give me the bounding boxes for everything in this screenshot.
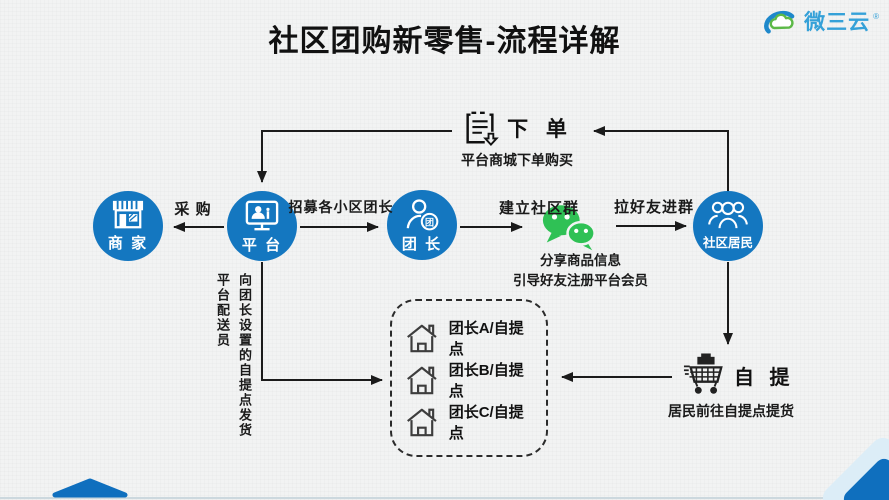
storefront-icon xyxy=(112,200,144,229)
house-icon xyxy=(407,366,437,395)
self-pickup-node: 自 提 xyxy=(683,352,795,398)
brand-registered-mark: ® xyxy=(873,11,879,21)
wechat-icon xyxy=(542,205,596,251)
residents-group-icon xyxy=(708,201,748,229)
edge-label-recruit: 招募各小区团长 xyxy=(288,199,394,215)
platform-label: 平 台 xyxy=(241,237,283,254)
leader-badge-char: 团 xyxy=(425,217,434,227)
wechat-caption-line2: 引导好友注册平台会员 xyxy=(513,272,648,288)
order-label: 下 单 xyxy=(507,118,573,141)
bottom-divider xyxy=(0,497,889,499)
self-pickup-caption: 居民前往自提点提货 xyxy=(668,403,794,419)
edge-label-invite: 拉好友进群 xyxy=(613,199,694,216)
pickup-point-label-a: 团长A/自提点 xyxy=(448,320,524,358)
pickup-point-label-c: 团长C/自提点 xyxy=(448,404,524,442)
wechat-caption: 分享商品信息 引导好友注册平台会员 xyxy=(498,251,663,290)
leader-badge-icon: 团 xyxy=(406,199,439,231)
delivery-note: 平台配送员 向团长设置的自提点发货 xyxy=(213,273,254,438)
brand-logo-text: 微三云 xyxy=(804,11,871,34)
corner-triangle xyxy=(52,478,128,498)
pickup-point-row-a: 团长A/自提点 xyxy=(404,317,538,359)
monitor-user-icon xyxy=(245,200,279,231)
self-pickup-label: 自 提 xyxy=(734,366,795,389)
pickup-points-box: 团长A/自提点 团长B/自提点 团长C/自提点 xyxy=(390,299,548,457)
delivery-courier-text: 平台配送员 xyxy=(215,273,230,348)
cart-icon xyxy=(683,353,723,394)
order-node: 下 单 平台商城下单购买 xyxy=(437,109,597,170)
residents-node: 社区居民 xyxy=(693,191,763,261)
brand-logo: 微三云 ® xyxy=(761,6,879,36)
delivery-note-text: 向团长设置的自提点发货 xyxy=(237,273,252,438)
order-caption: 平台商城下单购买 xyxy=(461,152,573,168)
wechat-node xyxy=(540,201,598,258)
leader-label: 团 长 xyxy=(401,236,443,253)
order-form-icon xyxy=(466,111,499,147)
page-title: 社区团购新零售-流程详解 xyxy=(268,25,621,58)
house-icon xyxy=(407,324,437,353)
residents-label: 社区居民 xyxy=(702,236,753,250)
wechat-caption-line1: 分享商品信息 xyxy=(540,253,621,268)
edge-label-purchase: 采 购 xyxy=(174,201,212,218)
merchant-node: 商 家 xyxy=(93,191,163,261)
cloud-logo-icon xyxy=(764,10,795,34)
edge-label-build-group: 建立社区群 xyxy=(498,200,579,217)
pickup-point-label-b: 团长B/自提点 xyxy=(448,362,524,400)
pickup-point-row-b: 团长B/自提点 xyxy=(404,359,538,401)
merchant-label: 商 家 xyxy=(107,235,149,252)
pickup-point-row-c: 团长C/自提点 xyxy=(404,401,538,443)
platform-node: 平 台 xyxy=(227,191,297,261)
leader-node: 团 团 长 xyxy=(387,190,457,260)
house-icon xyxy=(407,408,437,437)
